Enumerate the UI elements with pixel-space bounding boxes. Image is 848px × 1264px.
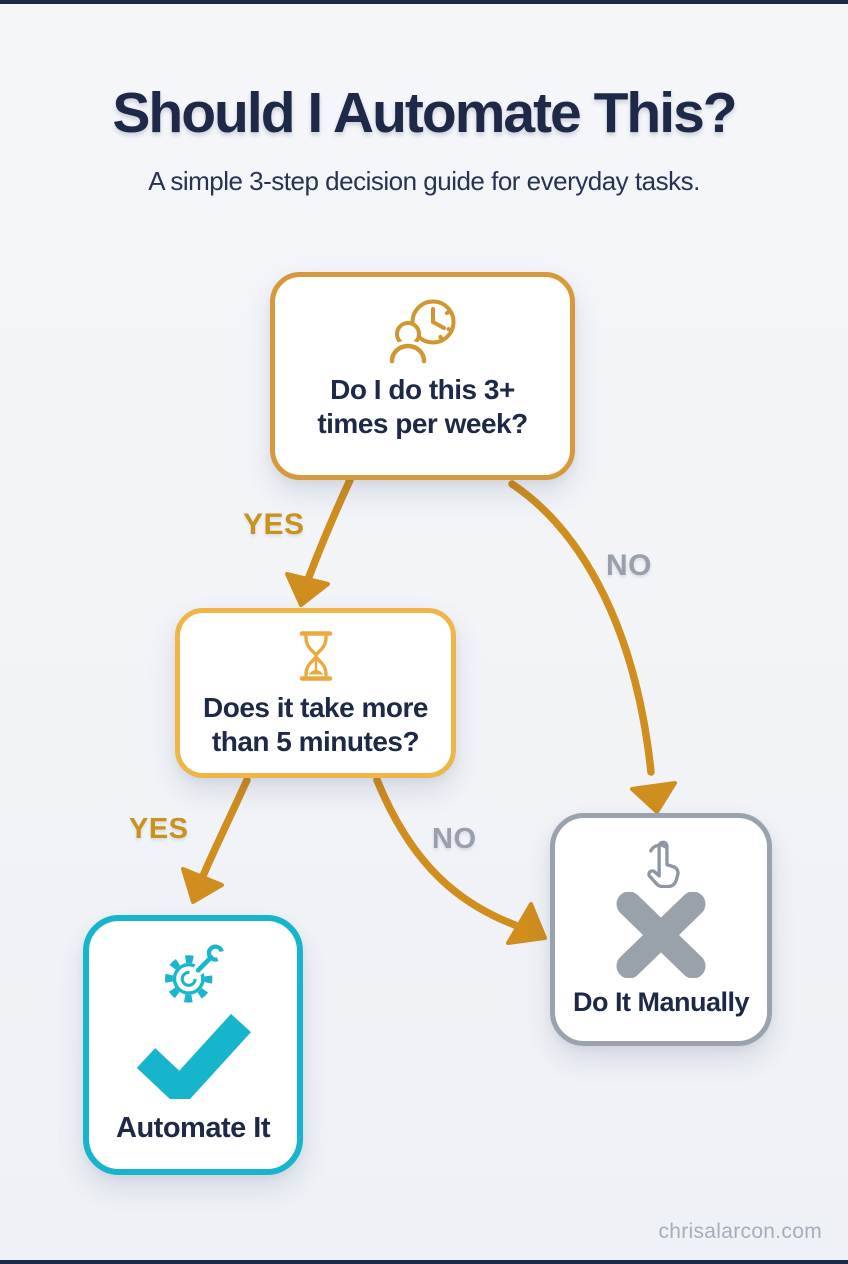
arrow-q2-yes — [181, 776, 251, 904]
edge-label-yes-1: YES — [243, 508, 305, 541]
arrow-q1-yes — [285, 476, 354, 607]
flow-node-label: Does it take more than 5 minutes? — [203, 692, 428, 758]
checkmark-icon — [136, 1013, 251, 1099]
gear-wrench-icon — [165, 944, 224, 1003]
flow-node-question-1: Do I do this 3+ times per week? — [270, 272, 575, 480]
footer-credit: chrisalarcon.com — [658, 1220, 822, 1243]
person-clock-icon — [385, 299, 455, 365]
flow-node-manual: Do It Manually — [550, 813, 772, 1046]
flow-node-label: Do I do this 3+ times per week? — [317, 374, 528, 440]
edge-label-no-2: NO — [432, 823, 477, 855]
page-title: Should I Automate This? — [112, 81, 737, 145]
page-subtitle: A simple 3-step decision guide for every… — [148, 166, 700, 196]
flow-node-label: Automate It — [116, 1112, 271, 1144]
hourglass-icon — [299, 631, 332, 681]
flow-node-label: Do It Manually — [572, 987, 750, 1017]
arrow-q1-no — [508, 480, 677, 814]
x-mark-icon — [616, 892, 706, 978]
bottom-accent-bar — [0, 1260, 848, 1264]
flow-node-automate: Automate It — [83, 915, 303, 1175]
flow-node-question-2: Does it take more than 5 minutes? — [175, 608, 456, 778]
arrow-q2-no — [373, 776, 547, 945]
top-accent-bar — [0, 0, 848, 4]
edge-label-yes-2: YES — [129, 813, 189, 845]
tap-finger-icon — [647, 840, 680, 888]
edge-label-no-1: NO — [606, 549, 652, 582]
